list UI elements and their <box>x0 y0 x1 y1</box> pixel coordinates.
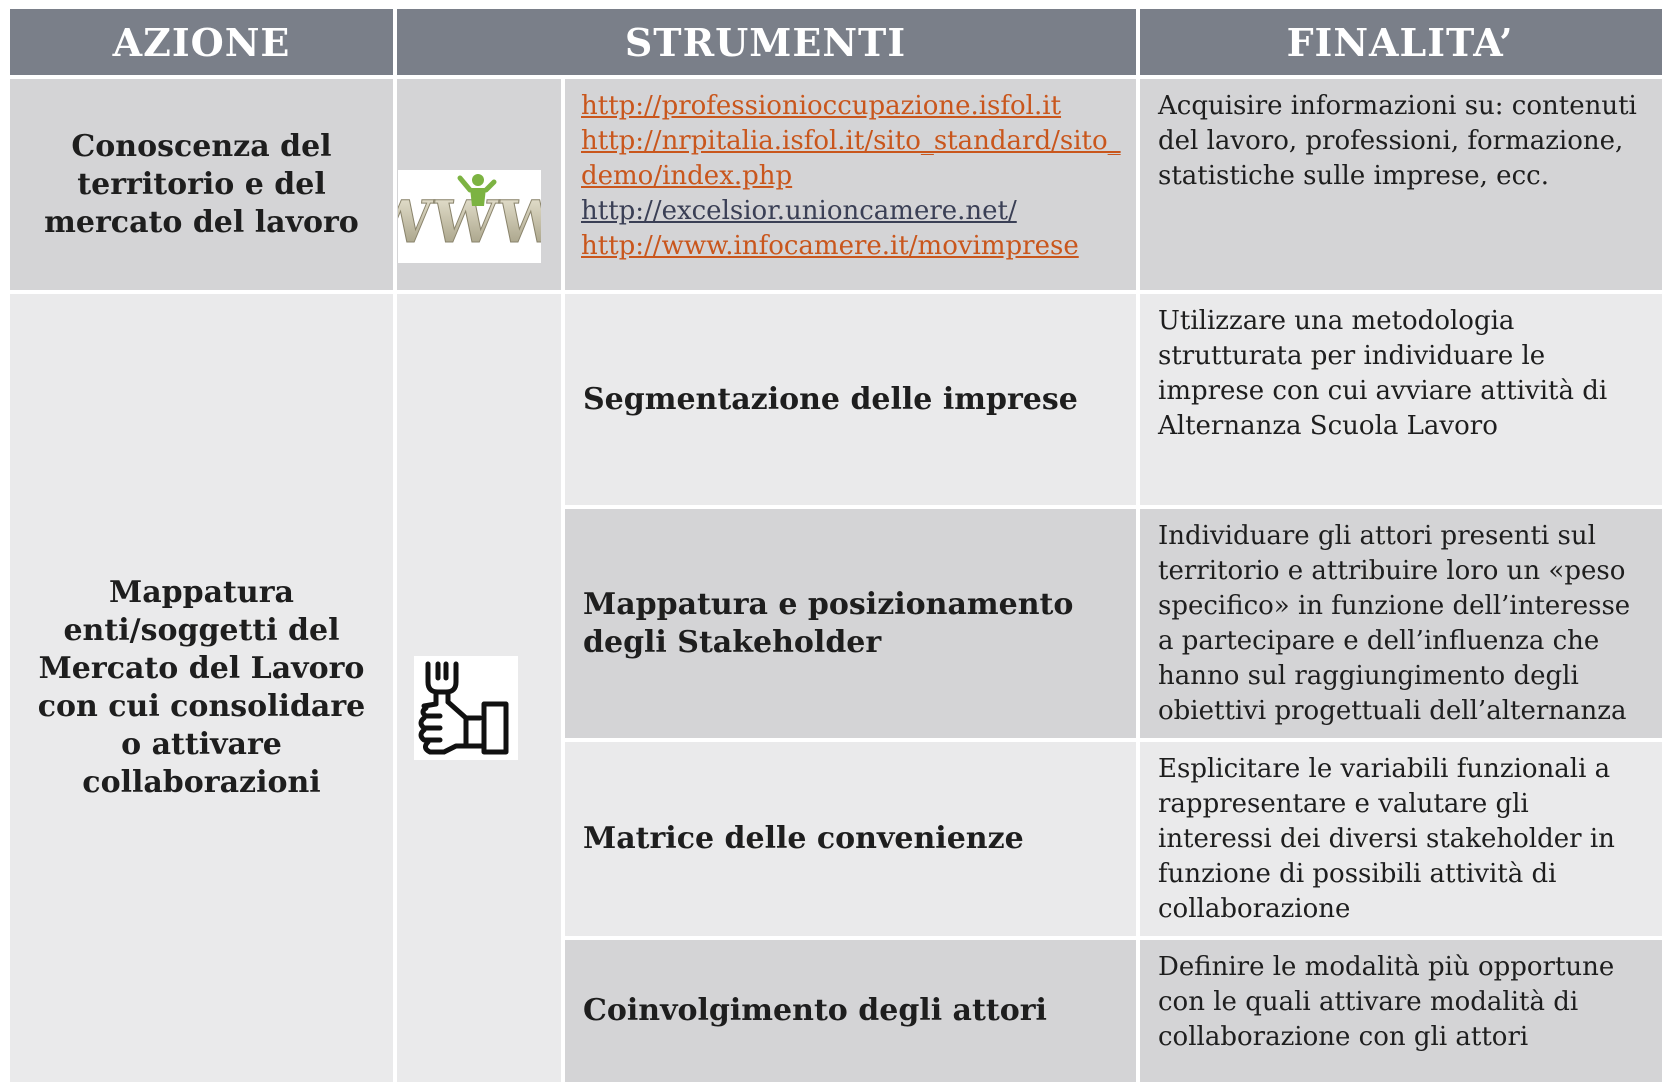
row2-azione: Mappatura enti/soggetti del Mercato del … <box>10 294 393 1082</box>
row1-links: http://professionioccupazione.isfol.it h… <box>563 79 1138 290</box>
subrow-divider-1 <box>565 505 1665 509</box>
row1-finalita: Acquisire informazioni su: contenuti del… <box>1138 79 1662 290</box>
link-excelsior[interactable]: http://excelsior.unioncamere.net/ <box>581 196 1017 226</box>
strumento-coinvolgimento-attori: Coinvolgimento degli attori <box>563 940 1138 1082</box>
header-strumenti: STRUMENTI <box>393 9 1138 75</box>
link-infocamere[interactable]: http://www.infocamere.it/movimprese <box>581 231 1079 261</box>
strumento-mappatura-stakeholder: Mappatura e posizionamento degli Stakeho… <box>563 509 1138 738</box>
row-divider <box>10 290 1665 294</box>
svg-text:WWW: WWW <box>398 187 541 256</box>
column-divider-3 <box>1136 0 1140 1082</box>
hand-wrench-icon <box>414 656 518 760</box>
action-table: AZIONE STRUMENTI FINALITA’ Conoscenza de… <box>10 9 1662 1082</box>
column-divider-1 <box>393 0 397 1082</box>
finalita-segmentazione: Utilizzare una metodologia strutturata p… <box>1138 294 1662 505</box>
header-divider <box>10 75 1665 79</box>
subrow-divider-3 <box>565 936 1665 940</box>
header-azione: AZIONE <box>10 9 393 75</box>
finalita-mappatura-stakeholder: Individuare gli attori presenti sul terr… <box>1138 509 1662 738</box>
link-nrpitalia[interactable]: http://nrpitalia.isfol.it/sito_standard/… <box>581 126 1121 191</box>
header-finalita: FINALITA’ <box>1138 9 1662 75</box>
subrow-divider-2 <box>565 738 1665 742</box>
finalita-coinvolgimento-attori: Definire le modalità più opportune con l… <box>1138 940 1662 1082</box>
www-icon: WWW <box>362 170 567 263</box>
link-professionioccupazione[interactable]: http://professionioccupazione.isfol.it <box>581 91 1062 121</box>
column-divider-2 <box>561 79 565 1082</box>
finalita-matrice-convenienze: Esplicitare le variabili funzionali a ra… <box>1138 742 1662 936</box>
strumento-matrice-convenienze: Matrice delle convenienze <box>563 742 1138 936</box>
strumento-segmentazione: Segmentazione delle imprese <box>563 294 1138 505</box>
row1-azione: Conoscenza del territorio e del mercato … <box>10 79 393 290</box>
